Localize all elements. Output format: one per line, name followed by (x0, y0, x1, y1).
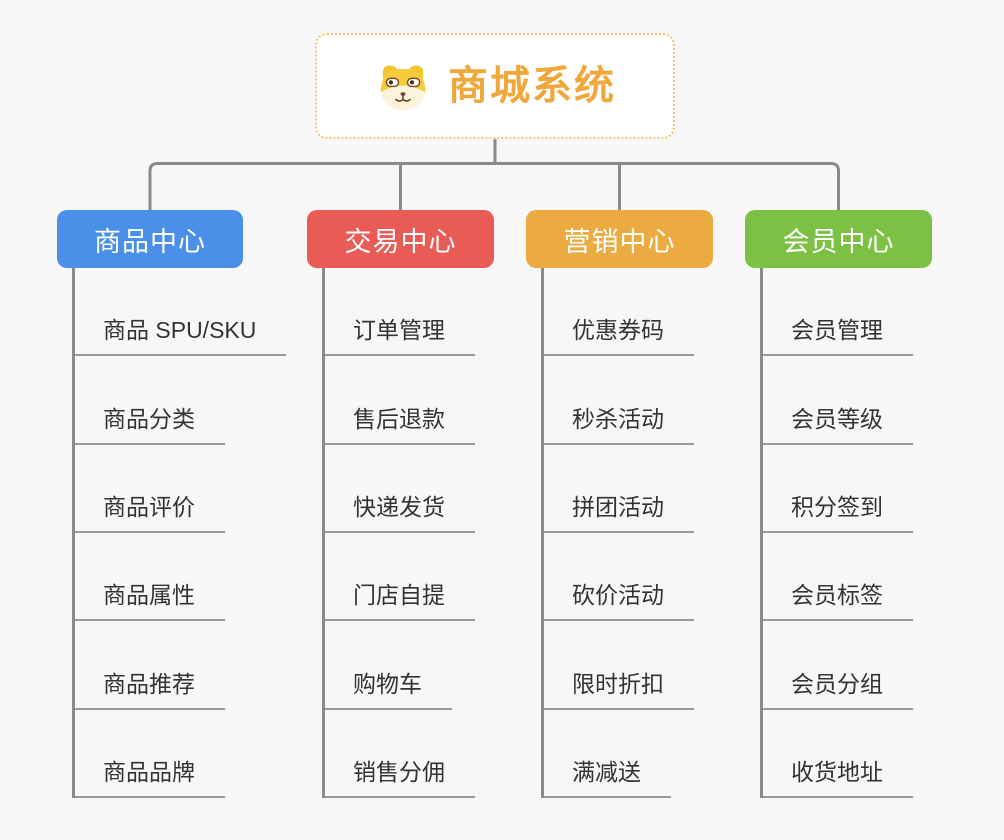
leaf-after-sale-refund[interactable]: 售后退款 (325, 400, 475, 445)
leaf-express-delivery[interactable]: 快递发货 (325, 488, 475, 533)
leaf-flash-sale[interactable]: 秒杀活动 (544, 400, 694, 445)
leaf-column-trade-center: 订单管理 售后退款 快递发货 门店自提 购物车 销售分佣 (322, 268, 475, 798)
branch-label: 商品中心 (94, 226, 206, 257)
leaf-member-management[interactable]: 会员管理 (763, 311, 913, 357)
leaf-group-buy[interactable]: 拼团活动 (544, 488, 694, 533)
leaf-points-checkin[interactable]: 积分签到 (763, 488, 913, 533)
leaf-member-level[interactable]: 会员等级 (763, 400, 913, 445)
leaf-product-attribute[interactable]: 商品属性 (75, 576, 225, 622)
leaf-column-member-center: 会员管理 会员等级 积分签到 会员标签 会员分组 收货地址 (760, 268, 913, 798)
leaf-column-product-center: 商品 SPU/SKU 商品分类 商品评价 商品属性 商品推荐 商品品牌 (72, 268, 287, 798)
dog-face-icon (380, 65, 426, 111)
root-title: 商城系统 (448, 64, 616, 108)
leaf-sales-commission[interactable]: 销售分佣 (325, 753, 475, 798)
leaf-store-pickup[interactable]: 门店自提 (325, 576, 475, 622)
branch-label: 交易中心 (344, 226, 457, 257)
branch-marketing-center[interactable]: 营销中心 (526, 210, 713, 268)
branch-label: 会员中心 (782, 226, 895, 257)
leaf-product-review[interactable]: 商品评价 (75, 488, 225, 533)
branch-member-center[interactable]: 会员中心 (745, 210, 932, 268)
leaf-limited-time-discount[interactable]: 限时折扣 (544, 665, 694, 710)
leaf-order-management[interactable]: 订单管理 (325, 311, 475, 357)
leaf-product-recommend[interactable]: 商品推荐 (75, 665, 225, 710)
branch-trade-center[interactable]: 交易中心 (307, 210, 494, 268)
leaf-product-spu-sku[interactable]: 商品 SPU/SKU (75, 311, 287, 357)
branch-label: 营销中心 (563, 226, 676, 257)
leaf-column-marketing-center: 优惠券码 秒杀活动 拼团活动 砍价活动 限时折扣 满减送 (541, 268, 694, 798)
leaf-shipping-address[interactable]: 收货地址 (763, 753, 913, 798)
leaf-full-reduction-gift[interactable]: 满减送 (544, 753, 671, 798)
leaf-product-brand[interactable]: 商品品牌 (75, 753, 225, 798)
leaf-product-category[interactable]: 商品分类 (75, 400, 225, 445)
leaf-member-group[interactable]: 会员分组 (763, 665, 913, 710)
leaf-coupon-code[interactable]: 优惠券码 (544, 311, 694, 357)
leaf-member-tag[interactable]: 会员标签 (763, 576, 913, 622)
root-node-mall-system[interactable]: 商城系统 (315, 33, 675, 139)
leaf-shopping-cart[interactable]: 购物车 (325, 665, 452, 710)
leaf-bargain-activity[interactable]: 砍价活动 (544, 576, 694, 622)
branch-product-center[interactable]: 商品中心 (57, 210, 243, 268)
